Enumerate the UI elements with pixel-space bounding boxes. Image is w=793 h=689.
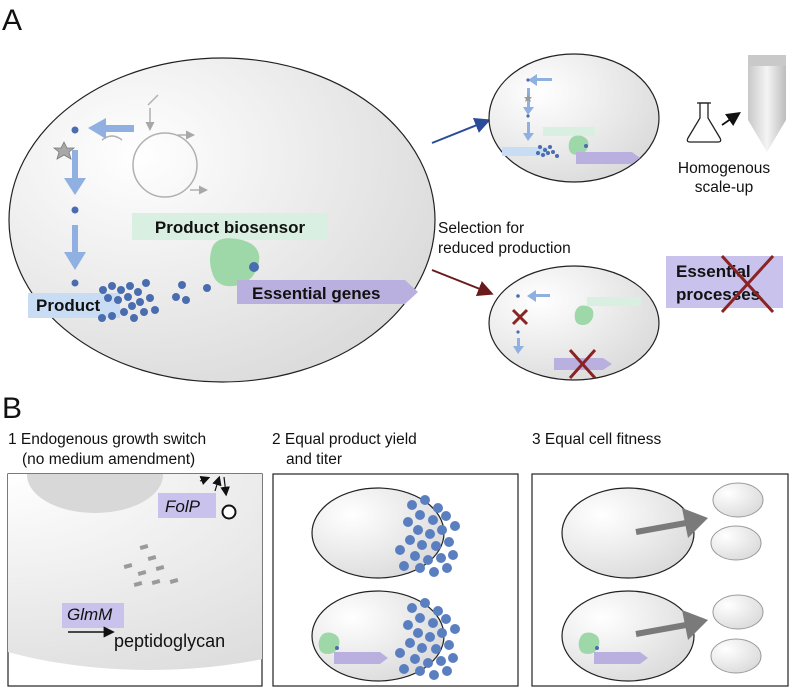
bioreactor-tube-icon bbox=[748, 55, 786, 152]
small-dot bbox=[526, 114, 530, 118]
metabolite-dot bbox=[71, 279, 79, 287]
small-biosensor-icon bbox=[568, 135, 589, 155]
flask-icon bbox=[686, 102, 722, 143]
essential-genes-arrow bbox=[237, 280, 418, 304]
folp-label-box bbox=[158, 493, 216, 518]
fitness-bound-dot bbox=[595, 646, 599, 650]
peptidoglycan-label: peptidoglycan bbox=[114, 631, 225, 651]
bottom-biosensor-box bbox=[587, 297, 641, 306]
small-biosensor-box bbox=[543, 127, 595, 136]
yield-cluster-bottom bbox=[395, 598, 460, 680]
reduced-production-label: reduced production bbox=[438, 240, 571, 257]
daughter-cell bbox=[710, 638, 762, 674]
small-dot bbox=[526, 78, 530, 82]
star-intermediate-icon bbox=[52, 141, 76, 160]
glmm-label: GlmM bbox=[67, 605, 113, 624]
glmm-label-box bbox=[62, 603, 124, 628]
division-arrow-bottom bbox=[635, 610, 708, 640]
essential-genes-label: Essential genes bbox=[252, 284, 381, 303]
metabolic-cycle-icon bbox=[101, 94, 208, 198]
essential-processes-label-2: processes bbox=[676, 285, 760, 304]
biosensor-protein-icon bbox=[210, 238, 260, 287]
metabolite-dot bbox=[71, 126, 79, 134]
subpanel-2-subtitle: and titer bbox=[286, 451, 342, 468]
subpanel-3-title: 3 Equal cell fitness bbox=[532, 431, 661, 448]
biosensor-label-box bbox=[132, 213, 328, 240]
scale-up-arrow bbox=[431, 118, 491, 144]
metabolite-ring-icon bbox=[221, 504, 237, 520]
small-product-box bbox=[502, 147, 548, 156]
bound-product-dot bbox=[249, 262, 259, 272]
bottom-biosensor-icon bbox=[574, 305, 594, 325]
subpanel-2-title: 2 Equal product yield bbox=[272, 431, 417, 448]
pathway-blocked-cross-icon bbox=[511, 308, 529, 326]
yield-biosensor-icon bbox=[318, 632, 340, 654]
selection-arrow bbox=[431, 269, 494, 297]
folp-label: FolP bbox=[165, 497, 201, 516]
product-label: Product bbox=[36, 296, 101, 315]
panel-a-letter: A bbox=[2, 4, 22, 37]
yield-bound-dot bbox=[335, 646, 339, 650]
fitness-essential-arrow bbox=[594, 652, 648, 664]
daughter-cell bbox=[712, 482, 764, 518]
essential-processes-cross-icon bbox=[720, 254, 775, 314]
small-essential-arrow bbox=[576, 152, 640, 164]
membrane-fragments bbox=[123, 544, 179, 587]
yield-cluster-top bbox=[395, 495, 460, 577]
daughter-cell bbox=[712, 594, 764, 630]
small-product-cluster bbox=[536, 144, 588, 158]
metabolite-dot bbox=[71, 206, 79, 214]
daughter-cell bbox=[710, 525, 762, 561]
folp-flux-arrows bbox=[199, 475, 230, 497]
nucleoid-region bbox=[27, 474, 163, 513]
fitness-cell-top bbox=[561, 487, 695, 579]
yield-essential-arrow bbox=[334, 652, 388, 664]
pathway-arrows bbox=[64, 118, 134, 270]
subpanel-1-title: 1 Endogenous growth switch bbox=[8, 431, 206, 448]
scale-up-label: scale-up bbox=[695, 179, 754, 196]
fitness-biosensor-icon bbox=[578, 632, 600, 654]
bottom-pathway-arrows bbox=[513, 290, 550, 354]
panel-b-letter: B bbox=[2, 392, 22, 425]
division-arrow-top bbox=[635, 508, 708, 538]
subpanel-1-subtitle: (no medium amendment) bbox=[22, 451, 195, 468]
product-biosensor-label: Product biosensor bbox=[155, 218, 306, 237]
small-dot bbox=[516, 330, 520, 334]
product-cluster bbox=[98, 279, 211, 322]
essential-blocked-cross-icon bbox=[568, 349, 597, 379]
small-dot bbox=[516, 294, 520, 298]
selection-label: Selection for bbox=[438, 220, 524, 237]
small-star-icon bbox=[524, 94, 532, 102]
flask-to-tube-arrow bbox=[721, 111, 741, 127]
essential-processes-label-1: Essential bbox=[676, 262, 751, 281]
homogenous-label: Homogenous bbox=[678, 160, 770, 177]
